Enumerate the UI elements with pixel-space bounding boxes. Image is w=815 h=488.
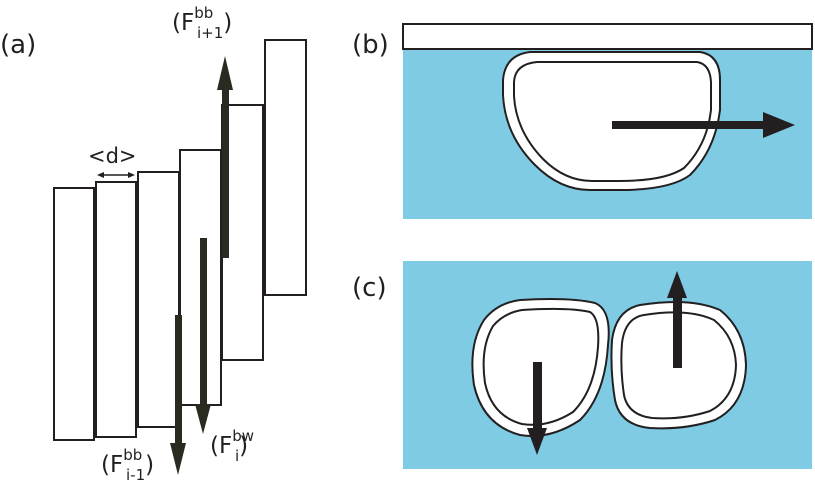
force-arrow-down-bottom (170, 315, 186, 475)
spacing-indicator (97, 172, 135, 178)
bacterium-2 (95, 181, 137, 438)
motion-arrow-c-up (667, 271, 687, 368)
force-label-bottom-close: ) (145, 452, 154, 478)
motion-arrow-c-down-shaft (533, 362, 542, 430)
force-arrow-up-head (217, 56, 233, 90)
force-arrow-up (217, 56, 233, 258)
spacing-arrow-left (97, 172, 104, 178)
force-label-middle: (Fbw i) (210, 427, 254, 465)
motion-arrow-c-up-shaft (673, 294, 682, 368)
force-label-middle-sup: bw (232, 427, 254, 445)
force-label-top-sup: bb (194, 4, 213, 22)
force-label-middle-sub: i (235, 447, 239, 465)
force-label-middle-open: ( (210, 433, 219, 459)
force-label-top: (Fbb i+1) (172, 4, 232, 42)
force-arrow-down-middle (195, 238, 211, 434)
force-arrow-down-bottom-shaft (175, 315, 182, 445)
panel-c-label: (c) (352, 273, 387, 303)
force-label-top-close: ) (223, 10, 232, 36)
motion-arrow-c-down (527, 362, 547, 455)
force-label-top-base: F (181, 10, 194, 36)
force-label-bottom-sub: i-1 (126, 466, 145, 484)
panel-b-label: (b) (352, 30, 389, 60)
wall-surface (402, 23, 813, 50)
force-label-bottom-sup: bb (123, 446, 142, 464)
force-arrow-down-middle-head (195, 404, 211, 434)
spacing-label: <d> (88, 144, 137, 168)
bacterium-6 (264, 39, 307, 296)
panel-a-label: (a) (0, 30, 36, 60)
force-arrow-down-bottom-head (170, 443, 186, 475)
motion-arrow-b (612, 112, 795, 138)
bacterium-1 (53, 187, 95, 441)
force-label-top-sub: i+1 (197, 24, 223, 42)
motion-arrow-c-up-head (667, 271, 687, 298)
force-label-bottom-open: ( (101, 452, 110, 478)
motion-arrow-b-shaft (612, 121, 767, 129)
force-arrow-down-middle-shaft (200, 238, 207, 406)
force-label-bottom: (Fbb i-1) (101, 446, 154, 484)
spacing-arrow-right (128, 172, 135, 178)
motion-arrow-c-down-head (527, 428, 547, 455)
force-label-top-open: ( (172, 10, 181, 36)
fluid-region-c (403, 261, 812, 469)
force-arrow-up-shaft (222, 88, 229, 258)
bacterium-3 (137, 171, 180, 428)
motion-arrow-b-head (763, 112, 795, 138)
force-label-middle-base: F (219, 433, 232, 459)
force-label-middle-close: ) (239, 433, 248, 459)
force-label-bottom-base: F (110, 452, 123, 478)
